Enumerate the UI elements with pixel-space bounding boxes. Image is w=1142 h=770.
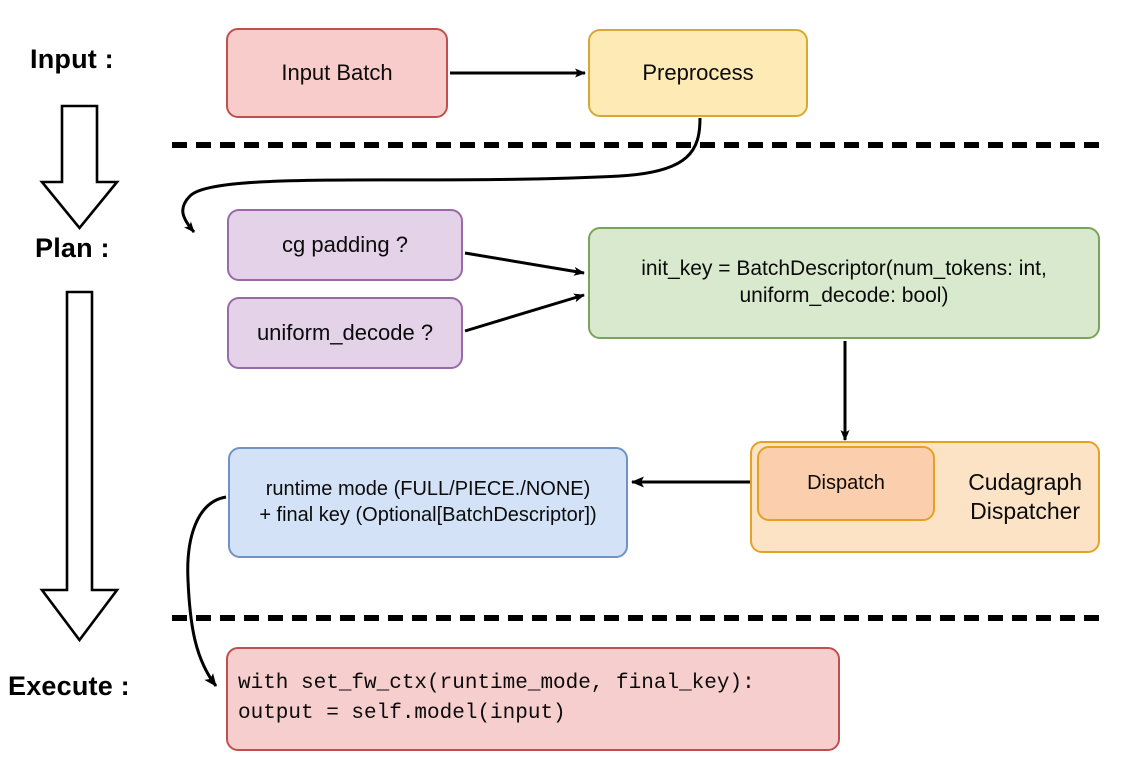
edge-cg-padding-to-init-key [464, 251, 585, 276]
plan-to-execute-arrow [39, 290, 120, 643]
node-init-key[interactable]: init_key = BatchDescriptor(num_tokens: i… [588, 227, 1100, 339]
node-cg-padding[interactable]: cg padding ? [227, 209, 463, 281]
node-input-batch[interactable]: Input Batch [226, 28, 448, 118]
input-to-plan-arrow [39, 104, 120, 231]
node-preprocess[interactable]: Preprocess [588, 29, 808, 117]
node-uniform-decode[interactable]: uniform_decode ? [227, 297, 463, 369]
node-execute-code[interactable]: with set_fw_ctx(runtime_mode, final_key)… [226, 647, 840, 751]
stage-label-input: Input : [30, 44, 114, 74]
node-runtime-mode[interactable]: runtime mode (FULL/PIECE./NONE) + final … [228, 447, 628, 558]
edge-uniform-decode-to-init-key [464, 293, 585, 333]
node-dispatch[interactable]: Dispatch [757, 446, 935, 521]
edge-runtime-mode-to-execute-code [186, 495, 227, 687]
stage-label-execute: Execute : [8, 671, 130, 701]
stage-label-plan: Plan : [35, 233, 110, 263]
